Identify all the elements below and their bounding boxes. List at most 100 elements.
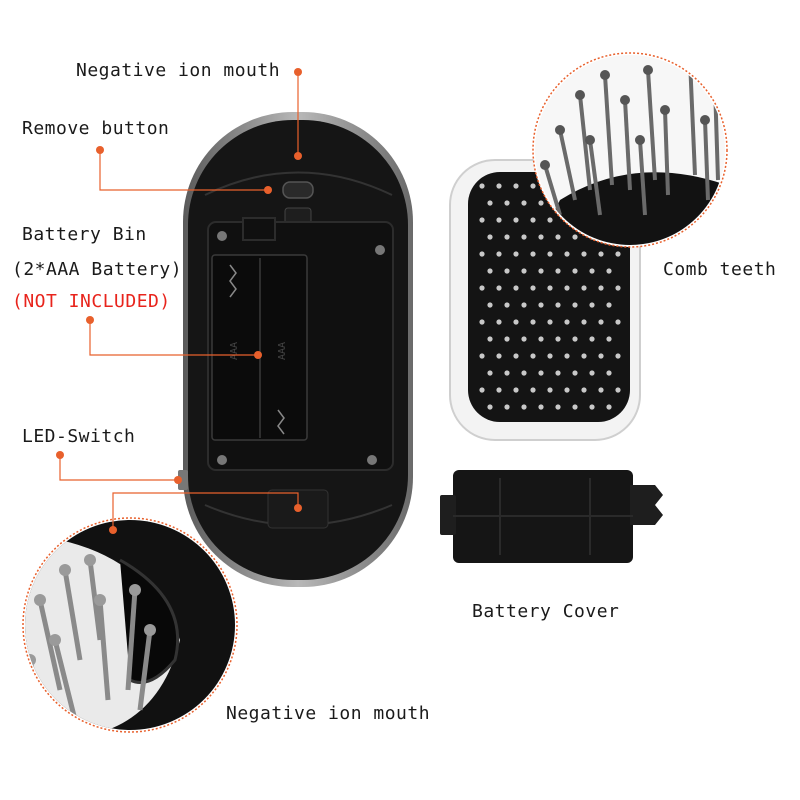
comb-pin <box>581 387 587 393</box>
comb-pin <box>504 336 510 342</box>
callout-lines <box>59 72 299 530</box>
comb-pin <box>487 268 493 274</box>
remove-button-part <box>282 181 314 199</box>
comb-pin <box>496 183 502 189</box>
bristle <box>52 639 78 721</box>
comb-pin <box>589 370 595 376</box>
comb-pin <box>572 404 578 410</box>
comb-pin <box>496 251 502 257</box>
label-battery-spec: (2*AAA Battery) <box>12 259 183 280</box>
comb-pin <box>606 268 612 274</box>
comb-pin <box>598 387 604 393</box>
label-not-included: (NOT INCLUDED) <box>12 291 171 312</box>
comb-pin <box>513 217 519 223</box>
comb-pin <box>479 353 485 359</box>
comb-pin <box>581 251 587 257</box>
comb-pin <box>513 183 519 189</box>
comb-pin <box>530 353 536 359</box>
svg-text:AAA: AAA <box>229 342 240 360</box>
comb-pin <box>479 319 485 325</box>
comb-pin <box>589 268 595 274</box>
bristle <box>703 119 710 201</box>
comb-pin <box>547 353 553 359</box>
comb-pin <box>479 387 485 393</box>
bristle-tip <box>94 594 106 606</box>
comb-pin <box>555 336 561 342</box>
bristle-tip <box>144 624 156 636</box>
comb-pin <box>564 319 570 325</box>
bristle <box>62 569 83 661</box>
bristle-tip <box>643 65 653 75</box>
comb-pin <box>521 200 527 206</box>
label-comb-teeth: Comb teeth <box>663 259 777 280</box>
comb-pin <box>555 404 561 410</box>
comb-pin <box>555 268 561 274</box>
comb-pin <box>564 251 570 257</box>
comb-pin <box>555 370 561 376</box>
comb-pin <box>487 234 493 240</box>
comb-pin <box>538 200 544 206</box>
comb-pin <box>530 183 536 189</box>
bristle <box>663 109 670 196</box>
comb-pin <box>538 370 544 376</box>
comb-pin <box>547 285 553 291</box>
comb-pin <box>564 353 570 359</box>
comb-pin <box>598 251 604 257</box>
bristle-tip <box>575 90 585 100</box>
comb-pin <box>589 302 595 308</box>
comb-pin <box>538 302 544 308</box>
comb-pin <box>555 302 561 308</box>
comb-pin <box>496 217 502 223</box>
comb-pin <box>496 319 502 325</box>
bristle <box>543 164 562 216</box>
comb-pin <box>521 404 527 410</box>
label-remove-button: Remove button <box>22 118 170 139</box>
comb-pin <box>504 200 510 206</box>
callout-dots <box>56 68 302 534</box>
comb-pin <box>615 353 621 359</box>
battery-bin: AAA AAA <box>211 254 308 441</box>
comb-pin <box>615 285 621 291</box>
comb-pin <box>589 336 595 342</box>
brush-device-back: AAA AAA <box>178 112 413 587</box>
bristle-tip <box>129 584 141 596</box>
comb-pin <box>479 285 485 291</box>
bristle-tip <box>84 554 96 566</box>
bristle-tip <box>585 135 595 145</box>
bristle-tip <box>59 564 71 576</box>
bristle-tip <box>685 55 695 65</box>
comb-pin <box>581 319 587 325</box>
comb-pin <box>615 319 621 325</box>
comb-pin <box>521 336 527 342</box>
bristle-tip <box>34 594 46 606</box>
comb-pin <box>589 404 595 410</box>
bristle <box>646 69 657 181</box>
bristle <box>603 74 614 186</box>
bristle-tip <box>710 80 720 90</box>
comb-pin <box>538 404 544 410</box>
bristle-tip <box>635 135 645 145</box>
comb-pin <box>513 319 519 325</box>
comb-pin <box>530 217 536 223</box>
comb-pin <box>513 285 519 291</box>
comb-pin <box>479 183 485 189</box>
comb-pin <box>496 387 502 393</box>
comb-pin <box>615 251 621 257</box>
comb-pin <box>598 353 604 359</box>
bristle <box>558 129 577 201</box>
comb-pin <box>487 200 493 206</box>
label-battery-cover: Battery Cover <box>472 601 620 622</box>
comb-pin <box>547 251 553 257</box>
comb-pin <box>496 285 502 291</box>
battery-cover-part <box>440 470 663 563</box>
comb-pin <box>513 251 519 257</box>
comb-pin <box>572 370 578 376</box>
comb-pin <box>513 353 519 359</box>
bristle <box>578 94 592 191</box>
bristle <box>688 59 697 176</box>
comb-pin <box>530 251 536 257</box>
label-negative-ion-mouth-top: Negative ion mouth <box>76 60 281 81</box>
bristle <box>97 599 111 701</box>
bristle-tip <box>660 105 670 115</box>
